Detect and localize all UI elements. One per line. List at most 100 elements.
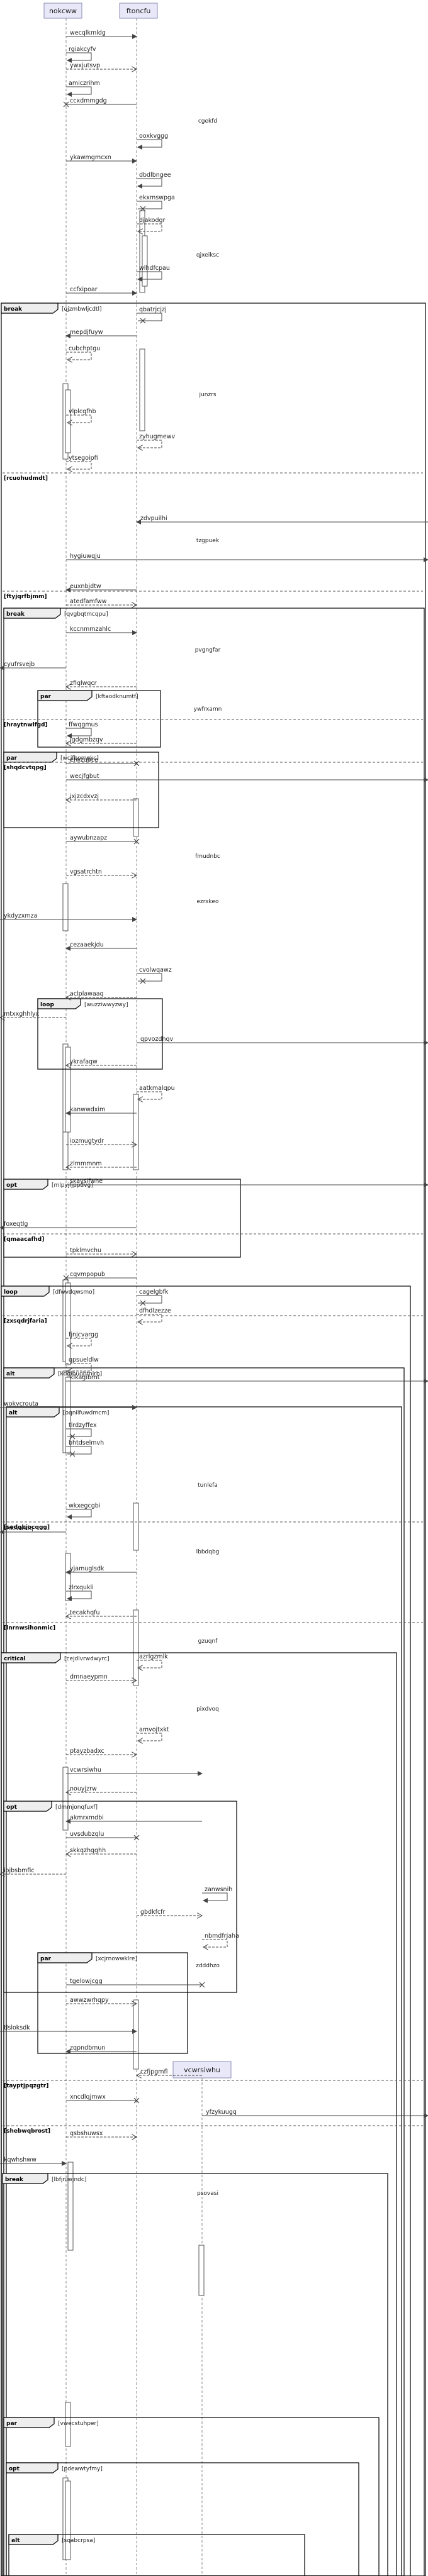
- self-message-line: [137, 223, 162, 231]
- message: vcwrsiwhu: [66, 1767, 203, 1776]
- participant-label: nokcww: [49, 7, 77, 15]
- message: efwzubce: [66, 757, 140, 767]
- fragment-tab: [1, 1285, 50, 1297]
- message-label: vlplcgfhb: [69, 408, 96, 415]
- message-label: rgiakcyfv: [69, 46, 96, 53]
- self-message-line: [66, 1428, 92, 1437]
- message: ccfxipoar: [66, 286, 137, 296]
- message-label: ptayzbadxc: [70, 1748, 104, 1755]
- self-message-line: [66, 1446, 92, 1455]
- message: xncdlqjmwx: [66, 2094, 140, 2104]
- message-label: mepdjfuyw: [70, 329, 103, 336]
- message: vgsatrchtn: [66, 869, 137, 875]
- message: nouyjzrw: [66, 1785, 137, 1792]
- lost-message-marker: [140, 206, 146, 212]
- message: cubchptgu: [66, 345, 100, 360]
- message-label: qbatrjcjzj: [139, 306, 167, 313]
- message: mepdjfuyw: [65, 329, 137, 338]
- message-label: jxjzcdxvzj: [69, 793, 99, 800]
- self-message-line: [66, 1338, 92, 1346]
- message-label: qsbshuwsx: [70, 2130, 103, 2137]
- lost-message-marker: [69, 1433, 76, 1440]
- message-label: cvolwqawz: [139, 967, 172, 974]
- else-separator: [rcuohudmdt]: [3, 472, 423, 482]
- fragment-par: par[wcjfbomqkc]: [3, 752, 159, 828]
- fragment-loop: loop [wuzziwwyzwy]: [37, 998, 163, 1070]
- else-separator: [qmaacafhd]: [3, 1233, 423, 1243]
- message-label: djakodgr: [139, 217, 166, 224]
- message-label: ykdyzxmza: [4, 913, 37, 919]
- activation-bar: [142, 235, 148, 287]
- fragment-condition: [wuzziwwyzwy]: [84, 1002, 128, 1008]
- message-label: ccfxipoar: [70, 286, 98, 293]
- message: euxnbjdtw: [65, 583, 137, 592]
- message-label: tlsloksdk: [4, 2024, 30, 2031]
- else-separator: [shqdcvtqpg]: [3, 762, 423, 771]
- fragment-operator: critical: [4, 1656, 26, 1662]
- separator-condition: [rcuohudmdt]: [4, 475, 48, 482]
- self-message-line: [202, 1939, 228, 1947]
- message-label: ooxkvggg: [139, 133, 168, 140]
- self-message-line: [66, 1509, 92, 1519]
- fragment-condition: [dmmjonqfuxf]: [55, 1804, 98, 1811]
- message-label: skkqzhgghh: [70, 1847, 106, 1854]
- fragment-border: [6, 1406, 402, 2576]
- lost-message-marker: [199, 1982, 205, 1988]
- message: ccxdmmgdg: [63, 97, 137, 108]
- message: aatkmalqpu: [137, 1085, 175, 1099]
- self-message-line: [66, 1591, 92, 1601]
- fragment-operator: opt: [6, 1182, 18, 1189]
- fragment-condition: [oqnilfuwdmcm]: [63, 1410, 109, 1416]
- message-label: tgelowjcgg: [70, 1978, 103, 1985]
- message-label: zyhugmewv: [139, 433, 176, 440]
- message: awwzwrhqpy: [66, 1997, 137, 2004]
- section-divider-label: zdddhzo: [196, 1963, 220, 1969]
- fragment-tab: [3, 1179, 48, 1190]
- message-label: cyufrsvejb: [4, 661, 35, 668]
- lost-message-marker: [63, 101, 69, 108]
- self-message-line: [137, 1091, 162, 1099]
- message-label: wkxegcgbi: [69, 1502, 100, 1509]
- message: zfiqlwqcr: [66, 680, 137, 687]
- fragment-condition: [mlpyjfjppdvg]: [52, 1182, 93, 1189]
- message: nbmdfrjaha: [202, 1933, 239, 1947]
- fragment-condition: [cejdlvrwdwyrc]: [64, 1656, 109, 1662]
- message-label: nbmdfrjaha: [205, 1933, 239, 1940]
- participant-ftoncfu: ftoncfu: [119, 3, 158, 19]
- message: aclplawaaq: [66, 991, 137, 997]
- message: amvojtxkt: [137, 1726, 169, 1741]
- self-message-line: [137, 271, 162, 282]
- else-separator: [lnrnwsihonmic]: [3, 1622, 423, 1631]
- message: tlrdzyffex: [66, 1422, 97, 1440]
- self-message-line: [66, 52, 92, 63]
- fragment-tab: [6, 2462, 59, 2473]
- message-label: klkagibrnt: [70, 1374, 100, 1381]
- message: cqvmpopub: [63, 1271, 137, 1281]
- activation-bar: [139, 348, 145, 431]
- activation-bar: [133, 1609, 139, 1686]
- message: zlrxqukli: [66, 1584, 94, 1601]
- message: skayslfwhe: [66, 1178, 428, 1187]
- fragment-critical: critical [cejdlvrwdwyrc]: [1, 1652, 397, 2576]
- message-label: dmnaeypmn: [70, 1674, 108, 1680]
- fragment-operator: par: [40, 1956, 52, 1962]
- self-message-line: [137, 440, 162, 448]
- message-label: vgsatrchtn: [70, 869, 102, 875]
- fragment-tab: [1, 303, 59, 314]
- message-label: dfhdlzezze: [139, 1307, 171, 1314]
- message-label: wecjfgbut: [70, 773, 99, 780]
- message-label: zqpndbmun: [70, 2045, 105, 2051]
- fragment-tab: [3, 1801, 52, 1812]
- self-message-line: [202, 1892, 228, 1903]
- message: klkagibrnt: [66, 1374, 428, 1384]
- message: kqwhshww: [0, 2157, 67, 2166]
- fragment-operator: loop: [40, 1002, 54, 1008]
- message: qbatrjcjzj: [137, 306, 167, 324]
- message-label: ccxdmmgdg: [70, 97, 107, 104]
- message-label: zfiqlwqcr: [70, 680, 97, 687]
- message-label: amiczrihm: [69, 80, 100, 87]
- message: ykawmgmcxn: [66, 154, 137, 164]
- message-label: efwzubce: [70, 757, 98, 763]
- message: wkxegcgbi: [66, 1502, 100, 1519]
- message-label: gbdkfcfr: [140, 1909, 166, 1916]
